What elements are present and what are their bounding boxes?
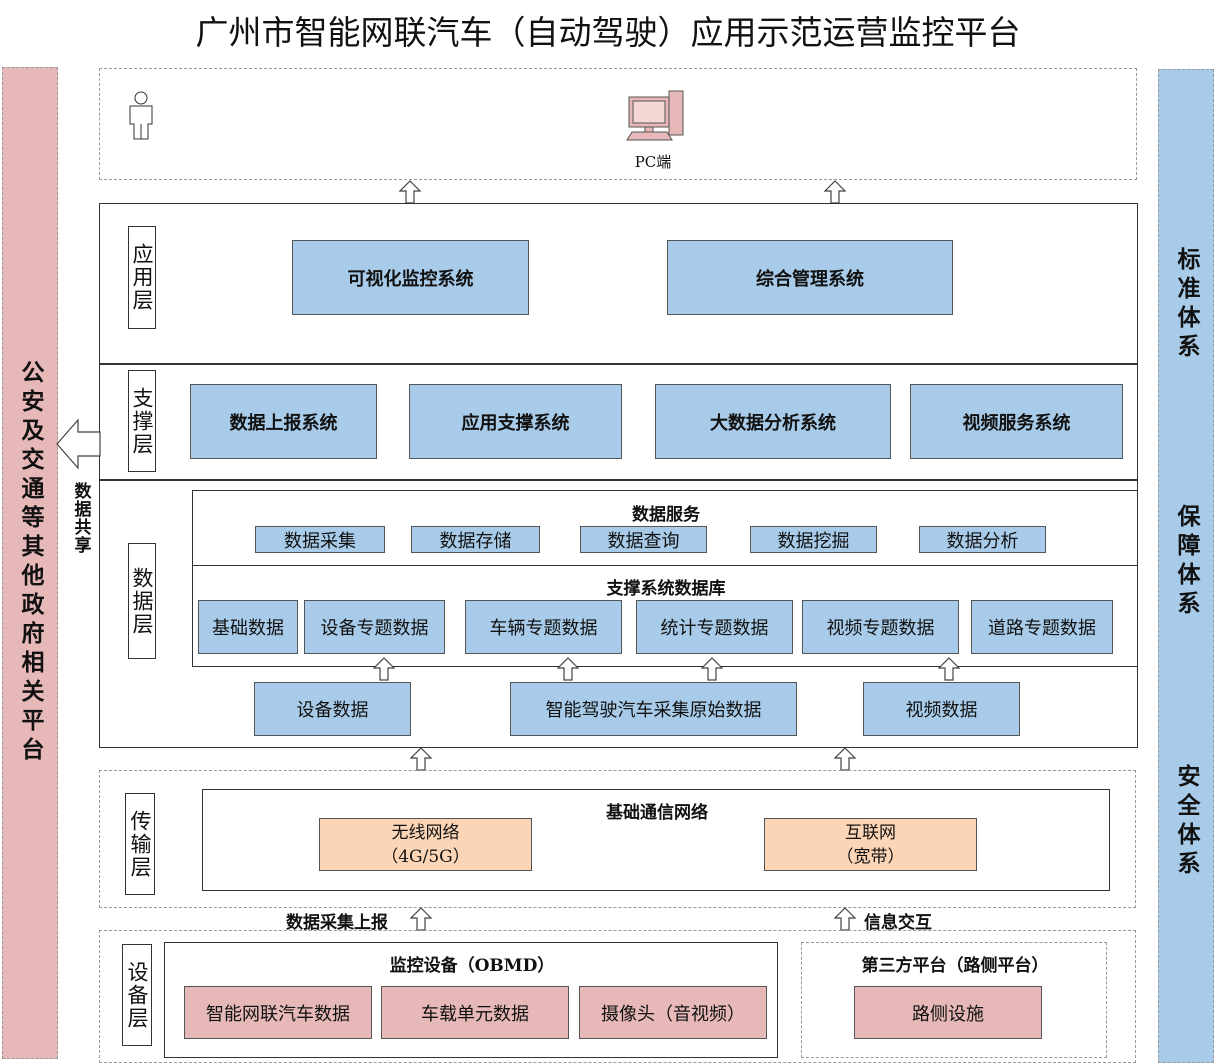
- db-vehicle[interactable]: 车辆专题数据: [465, 600, 622, 654]
- support-layer: 支撑层 数据上报系统 应用支撑系统 大数据分析系统 视频服务系统: [99, 363, 1138, 481]
- data-service-box: 数据服务 数据采集 数据存储 数据查询 数据挖掘 数据分析: [192, 490, 1138, 566]
- monitor-device-box: 监控设备（OBMD） 智能网联汽车数据 车载单元数据 摄像头（音视频）: [164, 942, 778, 1058]
- visual-monitoring-system[interactable]: 可视化监控系统: [292, 240, 529, 315]
- monitor-device-title: 监控设备（OBMD）: [389, 956, 555, 976]
- layer-label: 应用层: [128, 226, 156, 329]
- wireless-sub: （4G/5G）: [381, 846, 470, 867]
- page-title: 广州市智能网联汽车（自动驾驶）应用示范运营监控平台: [195, 13, 1021, 52]
- arrow-up-icon: [410, 747, 432, 771]
- guarantee-system-label: 保障体系: [1173, 504, 1200, 620]
- app-support-system[interactable]: 应用支撑系统: [409, 384, 622, 459]
- government-platforms-panel: 公安及交通等其他政府相关平台: [2, 67, 58, 1059]
- arrow-up-icon: [824, 180, 846, 204]
- raw-vehicle-data[interactable]: 智能驾驶汽车采集原始数据: [510, 682, 797, 736]
- roadside-facility[interactable]: 路侧设施: [854, 986, 1042, 1039]
- data-service-title: 数据服务: [632, 505, 700, 525]
- layer-label: 传输层: [125, 793, 155, 895]
- arrow-up-icon: [938, 657, 960, 681]
- support-database-title: 支撑系统数据库: [606, 579, 726, 599]
- service-mining[interactable]: 数据挖掘: [750, 526, 877, 553]
- arrow-up-icon: [373, 657, 395, 681]
- basic-network-box: 基础通信网络 无线网络 （4G/5G） 互联网 （宽带）: [202, 789, 1110, 891]
- third-party-platform-box: 第三方平台（路侧平台） 路侧设施: [801, 942, 1107, 1058]
- arrow-up-icon: [410, 907, 432, 931]
- data-layer: 数据层 数据服务 数据采集 数据存储 数据查询 数据挖掘 数据分析 支撑系统数据…: [99, 479, 1138, 748]
- transport-layer: 传输层 基础通信网络 无线网络 （4G/5G） 互联网 （宽带）: [99, 770, 1136, 908]
- data-share-label: 数据共享: [70, 482, 91, 554]
- standard-system-label: 标准体系: [1173, 247, 1200, 363]
- layer-label: 设备层: [122, 944, 152, 1046]
- arrow-up-icon: [557, 657, 579, 681]
- service-store[interactable]: 数据存储: [411, 526, 540, 553]
- application-layer: 应用层 可视化监控系统 综合管理系统: [99, 203, 1138, 365]
- db-statistics[interactable]: 统计专题数据: [636, 600, 793, 654]
- db-video[interactable]: 视频专题数据: [802, 600, 959, 654]
- wireless-label: 无线网络: [391, 822, 460, 843]
- service-collect[interactable]: 数据采集: [255, 526, 385, 553]
- db-device[interactable]: 设备专题数据: [304, 600, 445, 654]
- raw-video-data[interactable]: 视频数据: [863, 682, 1020, 736]
- raw-device-data[interactable]: 设备数据: [254, 682, 411, 736]
- basic-network-title: 基础通信网络: [606, 803, 708, 823]
- arrow-up-icon: [834, 907, 856, 931]
- third-party-title: 第三方平台（路侧平台）: [861, 956, 1049, 976]
- pc-icon: [626, 90, 684, 141]
- arrow-up-icon: [701, 657, 723, 681]
- bigdata-analysis-system[interactable]: 大数据分析系统: [655, 384, 891, 459]
- db-road[interactable]: 道路专题数据: [971, 600, 1113, 654]
- arrow-up-icon: [399, 180, 421, 204]
- internet-sub: （宽带）: [836, 846, 905, 867]
- internet-network[interactable]: 互联网 （宽带）: [764, 818, 977, 871]
- data-share-arrow-icon: [56, 418, 101, 470]
- internet-label: 互联网: [845, 822, 896, 843]
- camera-data-source[interactable]: 摄像头（音视频）: [579, 986, 767, 1039]
- arrow-up-icon: [834, 747, 856, 771]
- data-report-system[interactable]: 数据上报系统: [190, 384, 377, 459]
- vehicle-data-source[interactable]: 智能网联汽车数据: [184, 986, 372, 1039]
- user-icon: [129, 91, 153, 140]
- info-interact-label: 信息交互: [864, 913, 932, 933]
- layer-label: 支撑层: [128, 370, 156, 472]
- db-basic[interactable]: 基础数据: [198, 600, 298, 654]
- wireless-network[interactable]: 无线网络 （4G/5G）: [319, 818, 532, 871]
- video-service-system[interactable]: 视频服务系统: [910, 384, 1123, 459]
- service-query[interactable]: 数据查询: [580, 526, 707, 553]
- security-system-label: 安全体系: [1173, 764, 1200, 880]
- system-standards-panel: 标准体系 保障体系 安全体系: [1158, 69, 1214, 1063]
- support-database-box: 支撑系统数据库 基础数据 设备专题数据 车辆专题数据 统计专题数据 视频专题数据…: [192, 565, 1138, 667]
- layer-label: 数据层: [128, 543, 156, 659]
- client-area: PC端: [99, 68, 1137, 180]
- integrated-management-system[interactable]: 综合管理系统: [667, 240, 953, 315]
- pc-label: PC端: [634, 153, 672, 171]
- service-analysis[interactable]: 数据分析: [919, 526, 1046, 553]
- device-layer: 设备层 监控设备（OBMD） 智能网联汽车数据 车载单元数据 摄像头（音视频） …: [99, 930, 1136, 1063]
- collect-report-label: 数据采集上报: [286, 913, 388, 933]
- obu-data-source[interactable]: 车载单元数据: [381, 986, 569, 1039]
